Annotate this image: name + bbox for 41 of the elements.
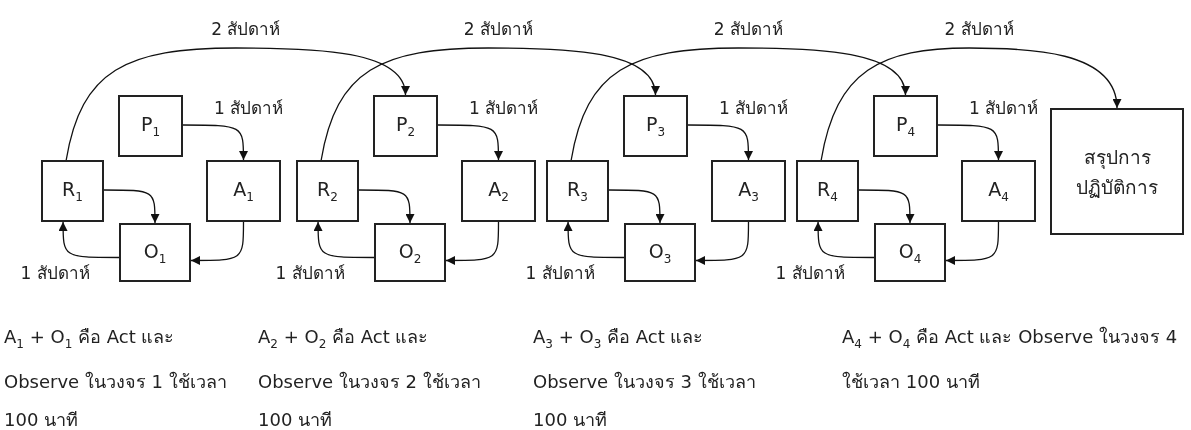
process-box: P$_{2}$ (373, 95, 438, 157)
arrow (313, 221, 375, 259)
arrow (563, 221, 625, 259)
arrow (570, 47, 909, 161)
arrow (820, 47, 1121, 161)
summary-box: สรุปการปฏิบัติการ (1050, 108, 1184, 235)
arrow (58, 221, 120, 259)
arrow (813, 221, 875, 259)
arrow (608, 189, 665, 224)
arrow (687, 124, 753, 161)
process-box: R$_{3}$ (546, 160, 609, 222)
process-box: A$_{1}$ (206, 160, 281, 222)
arrow (65, 47, 409, 161)
arrow (858, 189, 915, 224)
arrow (190, 221, 245, 265)
arrow (445, 221, 500, 265)
arrow (695, 221, 750, 265)
note-text: A$_{1}$ + O$_{1}$ คือ Act และ Observe ในวงจร 1 ใช้เวลา 100 นาที (4, 325, 228, 430)
note-text: A$_{4}$ + O$_{4}$ คือ Act และ Observe ในวงจร 4 ใช้เวลา 100 นาที (842, 325, 1179, 394)
process-box: O$_{3}$ (624, 223, 696, 282)
arrow (945, 221, 1000, 265)
note-text: A$_{2}$ + O$_{2}$ คือ Act และ Observe ในวงจร 2 ใช้เวลา 100 นาที (258, 325, 482, 430)
process-box: O$_{2}$ (374, 223, 446, 282)
process-box: P$_{4}$ (873, 95, 938, 157)
process-box: R$_{1}$ (41, 160, 104, 222)
arrow (103, 189, 160, 224)
process-box: P$_{1}$ (118, 95, 183, 157)
arrow (437, 124, 503, 161)
process-box: O$_{1}$ (119, 223, 191, 282)
process-box: A$_{3}$ (711, 160, 786, 222)
process-box: A$_{4}$ (961, 160, 1036, 222)
arrow (937, 124, 1003, 161)
process-box: P$_{3}$ (623, 95, 688, 157)
arrow (358, 189, 415, 224)
arrow (320, 47, 659, 161)
note-text: A$_{3}$ + O$_{3}$ คือ Act และ Observe ในวงจร 3 ใช้เวลา 100 นาที (533, 325, 757, 430)
process-box: O$_{4}$ (874, 223, 946, 282)
process-box: R$_{4}$ (796, 160, 859, 222)
process-box: A$_{2}$ (461, 160, 536, 222)
process-box: R$_{2}$ (296, 160, 359, 222)
arrow (182, 124, 248, 161)
